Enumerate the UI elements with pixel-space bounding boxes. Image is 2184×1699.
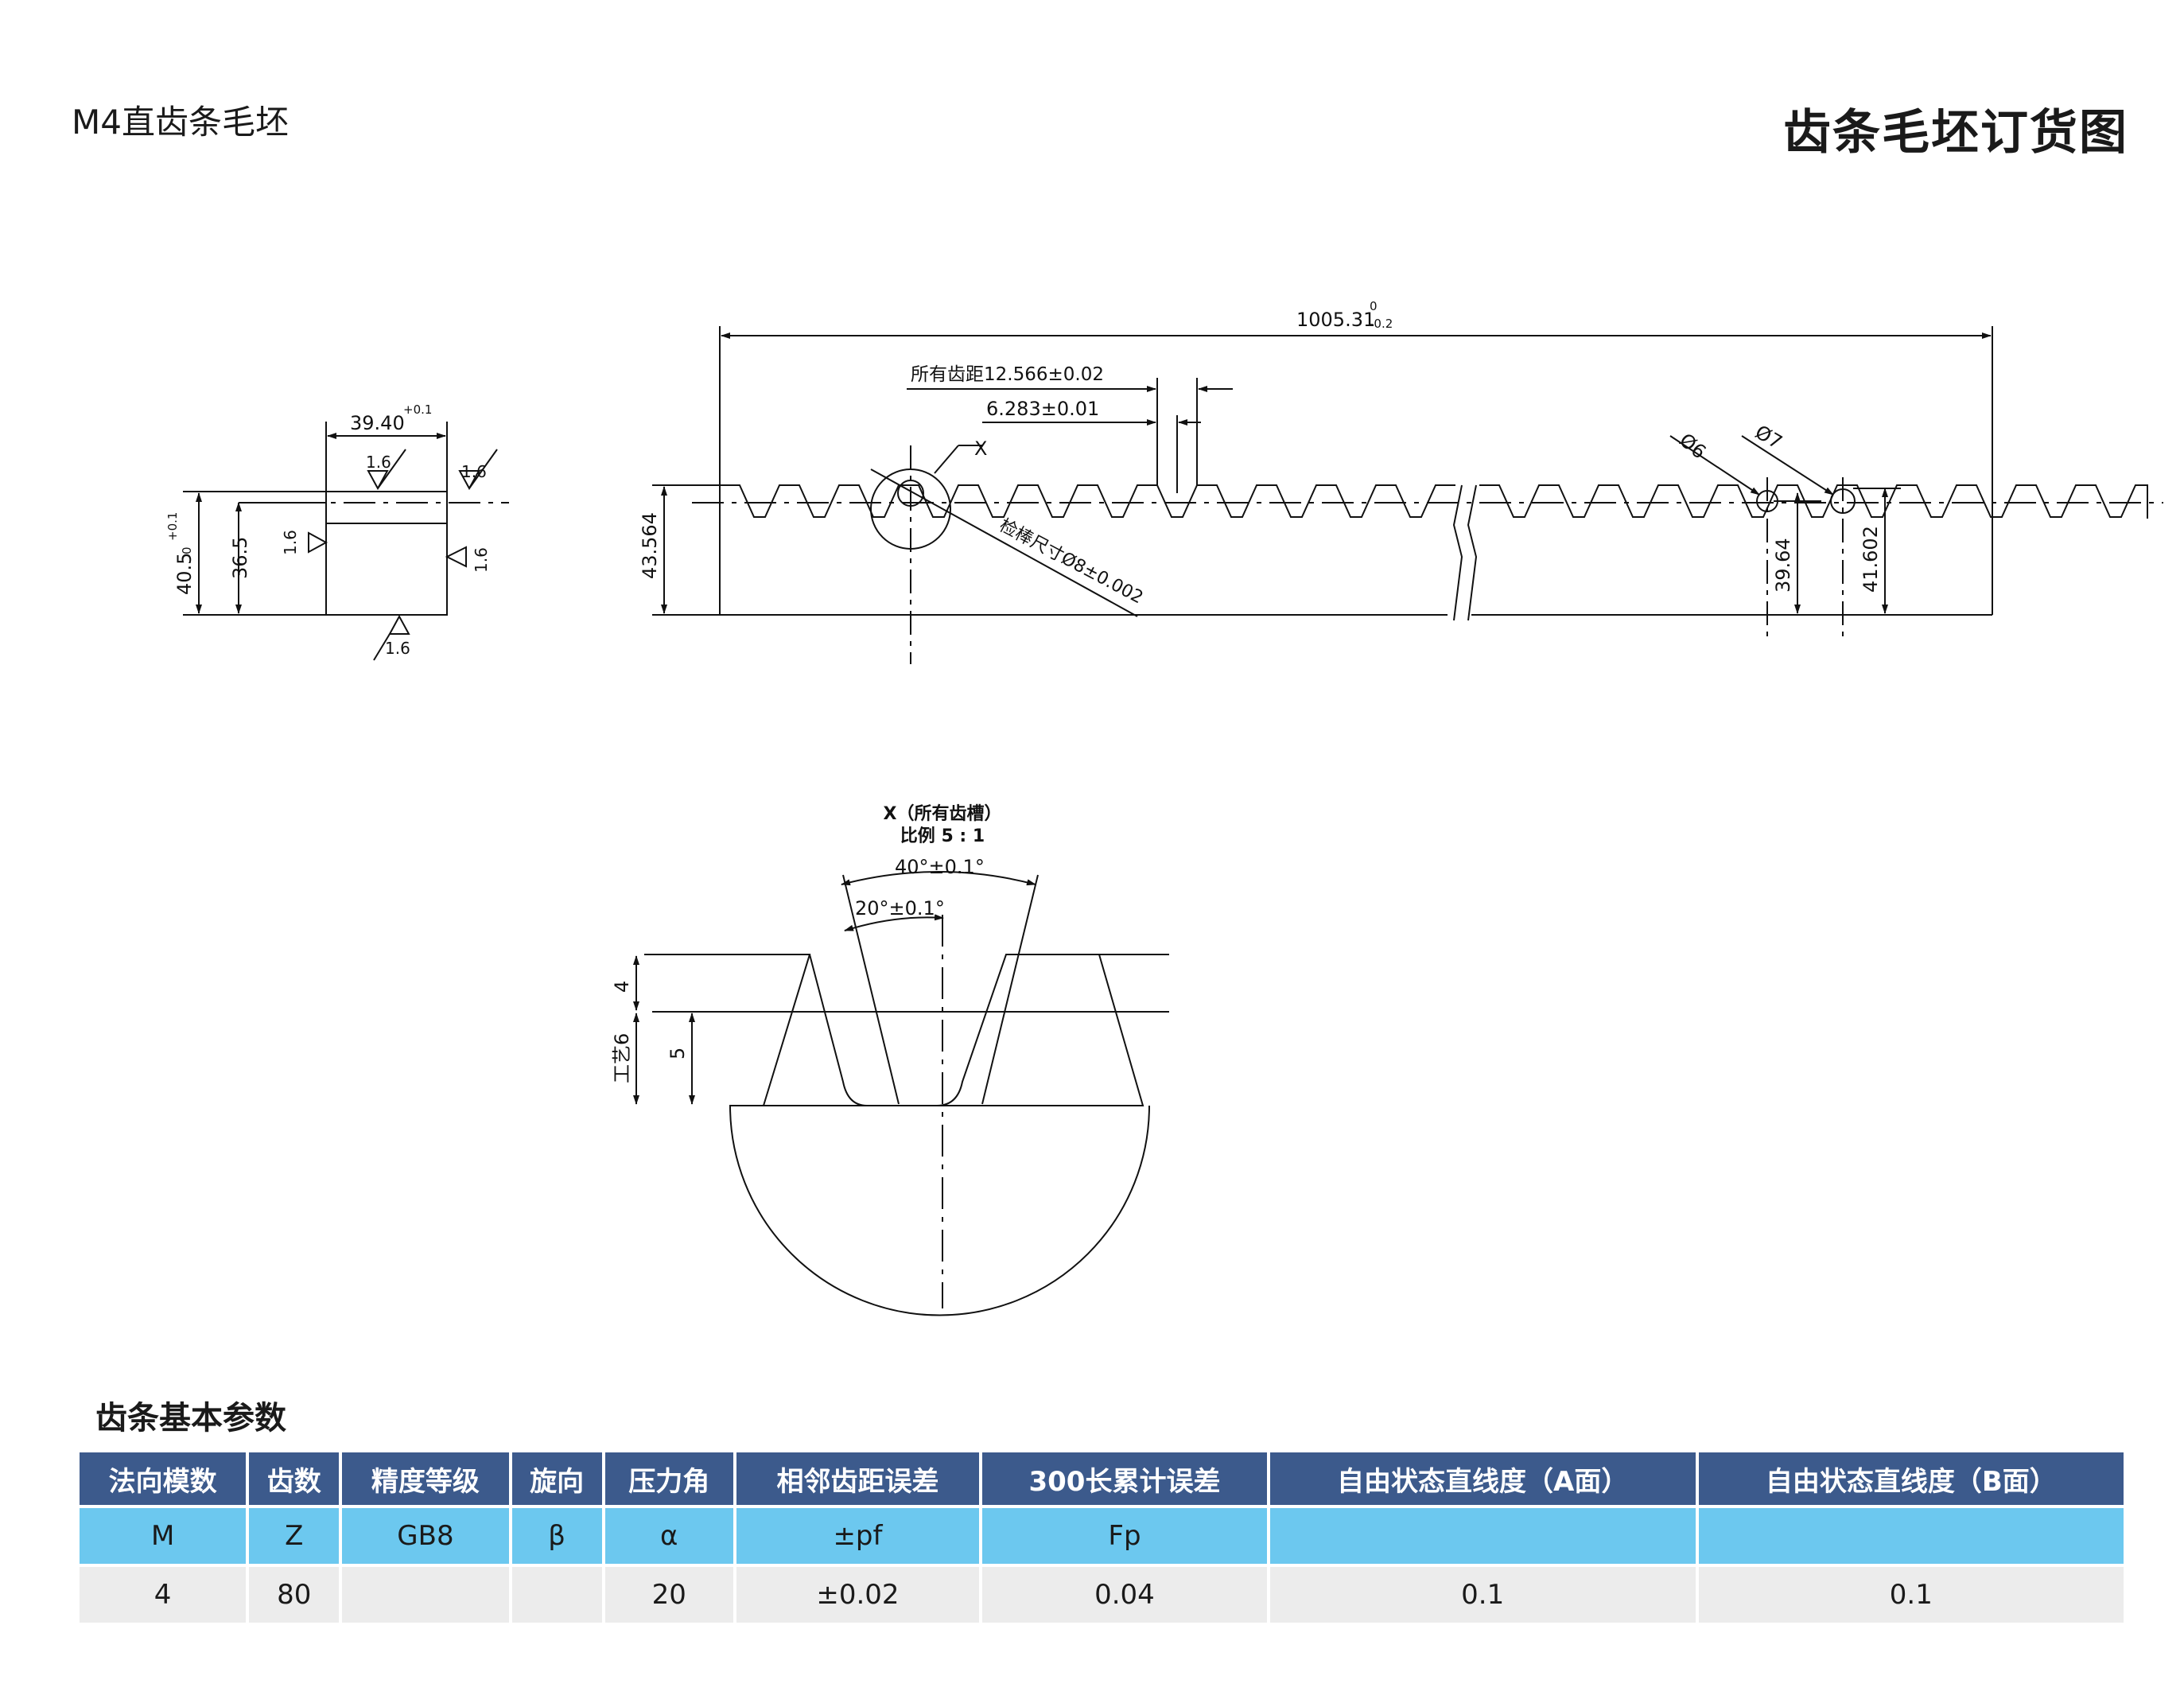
table-cell [511, 1567, 602, 1623]
length-tol-upper: 0 [1370, 299, 1378, 313]
detail-ref-label: X [974, 437, 987, 460]
process-dim-label: 工艺6 [611, 1033, 633, 1083]
roughness-bottom: 1.6 [385, 639, 410, 658]
table-cell: GB8 [342, 1508, 509, 1564]
length-tol-lower: -0.2 [1370, 317, 1393, 331]
roughness-left: 1.6 [281, 530, 300, 555]
params-header-row: 法向模数 齿数 精度等级 旋向 压力角 相邻齿距误差 300长累计误差 自由状态… [80, 1452, 2124, 1505]
section-height-36: 36.5 [229, 537, 251, 579]
pin7-label: Ø7 [1751, 421, 1786, 453]
params-heading: 齿条基本参数 [95, 1400, 286, 1437]
dim5-label: 5 [666, 1048, 689, 1059]
col-header: 自由状态直线度（B面） [1698, 1452, 2124, 1505]
table-cell: 20 [604, 1567, 733, 1623]
table-cell: 0.1 [1698, 1567, 2124, 1623]
angle20-label: 20°±0.1° [855, 897, 945, 919]
height-43-label: 43.564 [639, 512, 661, 579]
drawing-subtitle: M4直齿条毛坯 [72, 103, 289, 142]
table-cell: ±pf [736, 1508, 980, 1564]
section-height-tol-upper: +0.1 [165, 512, 180, 541]
params-symbol-row: M Z GB8 β α ±pf Fp [80, 1508, 2124, 1564]
section-view [183, 422, 509, 661]
rack-main-view [652, 326, 2163, 664]
table-cell: α [604, 1508, 733, 1564]
gauge-pin-label: 检棒尺寸Ø8±0.002 [996, 515, 1146, 608]
col-header: 精度等级 [342, 1452, 509, 1505]
detail-labels: X（所有齿槽） 比例 5 : 1 40°±0.1° 20°±0.1° 4 5 工… [611, 803, 1001, 1083]
table-cell: 80 [249, 1567, 340, 1623]
section-height-tol-lower: 0 [180, 546, 194, 554]
col-header: 压力角 [604, 1452, 733, 1505]
roughness-top-2: 1.6 [461, 462, 487, 481]
col-header: 法向模数 [80, 1452, 247, 1505]
detail-title: X（所有齿槽） [884, 803, 1002, 824]
section-height-total: 40.5 [173, 553, 196, 595]
angle40-label: 40°±0.1° [895, 856, 985, 878]
params-value-row: 4 80 20 ±0.02 0.04 0.1 0.1 [80, 1567, 2124, 1623]
table-cell: M [80, 1508, 247, 1564]
params-table: 法向模数 齿数 精度等级 旋向 压力角 相邻齿距误差 300长累计误差 自由状态… [76, 1449, 2127, 1626]
col-header: 相邻齿距误差 [736, 1452, 980, 1505]
section-width-label: 39.40 [350, 412, 405, 434]
table-cell: ±0.02 [736, 1567, 980, 1623]
dim41-label: 41.602 [1860, 526, 1882, 593]
table-cell: β [511, 1508, 602, 1564]
detail-view-x [633, 871, 1169, 1316]
length-label: 1005.31 [1296, 309, 1375, 331]
dim4-label: 4 [611, 981, 633, 993]
half-pitch-label: 6.283±0.01 [986, 398, 1099, 420]
rack-tooth-profile [719, 484, 2148, 519]
col-header: 旋向 [511, 1452, 602, 1505]
drawing-title: 齿条毛坯订货图 [1783, 105, 2128, 161]
col-header: 齿数 [249, 1452, 340, 1505]
rack-main-labels: 1005.31 0 -0.2 所有齿距12.566±0.02 6.283±0.0… [639, 299, 1882, 608]
table-cell [1698, 1508, 2124, 1564]
table-cell: Fp [982, 1508, 1267, 1564]
table-cell [1269, 1508, 1696, 1564]
pitch-label: 所有齿距12.566±0.02 [911, 364, 1104, 385]
detail-tooth-profile [644, 954, 1169, 1106]
table-cell [342, 1567, 509, 1623]
detail-scale: 比例 5 : 1 [900, 826, 985, 846]
roughness-top-1: 1.6 [366, 453, 391, 472]
section-labels: 39.40 +0.1 40.5 +0.1 0 36.5 1.6 1.6 1.6 … [165, 402, 491, 658]
roughness-right: 1.6 [472, 547, 491, 573]
table-cell: Z [249, 1508, 340, 1564]
col-header: 自由状态直线度（A面） [1269, 1452, 1696, 1505]
table-cell: 4 [80, 1567, 247, 1623]
table-cell: 0.04 [982, 1567, 1267, 1623]
dim39-label: 39.64 [1772, 538, 1794, 593]
table-cell: 0.1 [1269, 1567, 1696, 1623]
section-width-tol: +0.1 [403, 402, 432, 417]
col-header: 300长累计误差 [982, 1452, 1267, 1505]
